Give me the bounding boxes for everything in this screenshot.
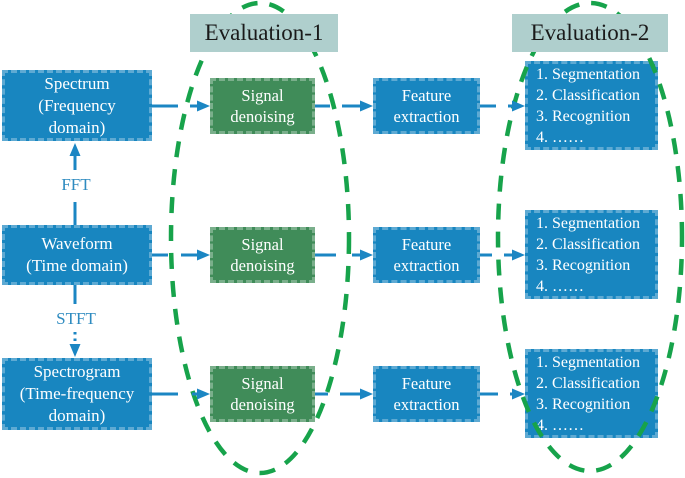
feature-extraction-box-3: Feature extraction [373,366,480,422]
arrow-head-down [69,344,81,357]
arrow-head [360,249,373,261]
input-box-spectrogram: Spectrogram (Time-frequency domain) [2,358,152,430]
task-item: 1. Segmentation [536,65,640,83]
feature-extraction-box-1: Feature extraction [373,78,480,134]
tasks-box-2: 1. Segmentation 2. Classification 3. Rec… [525,210,658,299]
evaluation-2-label: Evaluation-2 [512,14,668,52]
tasks-box-1: 1. Segmentation 2. Classification 3. Rec… [525,61,658,150]
input-box-spectrum: Spectrum (Frequency domain) [2,70,152,141]
task-item: 4. …… [536,128,584,146]
stft-label: STFT [48,306,104,332]
arrow-head [360,100,373,112]
arrow-head [197,249,210,261]
signal-denoising-box-2: Signal denoising [210,227,315,283]
arrow-head [197,388,210,400]
arrow-head [512,100,525,112]
tasks-box-3: 1. Segmentation 2. Classification 3. Rec… [525,349,658,438]
task-item: 4. …… [536,416,584,434]
feature-extraction-box-2: Feature extraction [373,227,480,283]
task-item: 3. Recognition [536,107,631,125]
arrow-head [197,100,210,112]
task-item: 2. Classification [536,235,640,253]
task-item: 2. Classification [536,86,640,104]
input-box-waveform: Waveform (Time domain) [2,225,152,285]
signal-denoising-box-1: Signal denoising [210,78,315,134]
task-item: 4. …… [536,277,584,295]
arrow-head [360,388,373,400]
task-item: 2. Classification [536,374,640,392]
fft-label: FFT [52,172,100,198]
arrow-head [512,249,525,261]
evaluation-1-label: Evaluation-1 [190,14,338,52]
signal-denoising-box-3: Signal denoising [210,366,315,422]
task-item: 1. Segmentation [536,214,640,232]
arrow-head-up [69,143,81,156]
task-item: 3. Recognition [536,256,631,274]
task-item: 1. Segmentation [536,353,640,371]
task-item: 3. Recognition [536,395,631,413]
arrow-head [512,388,525,400]
